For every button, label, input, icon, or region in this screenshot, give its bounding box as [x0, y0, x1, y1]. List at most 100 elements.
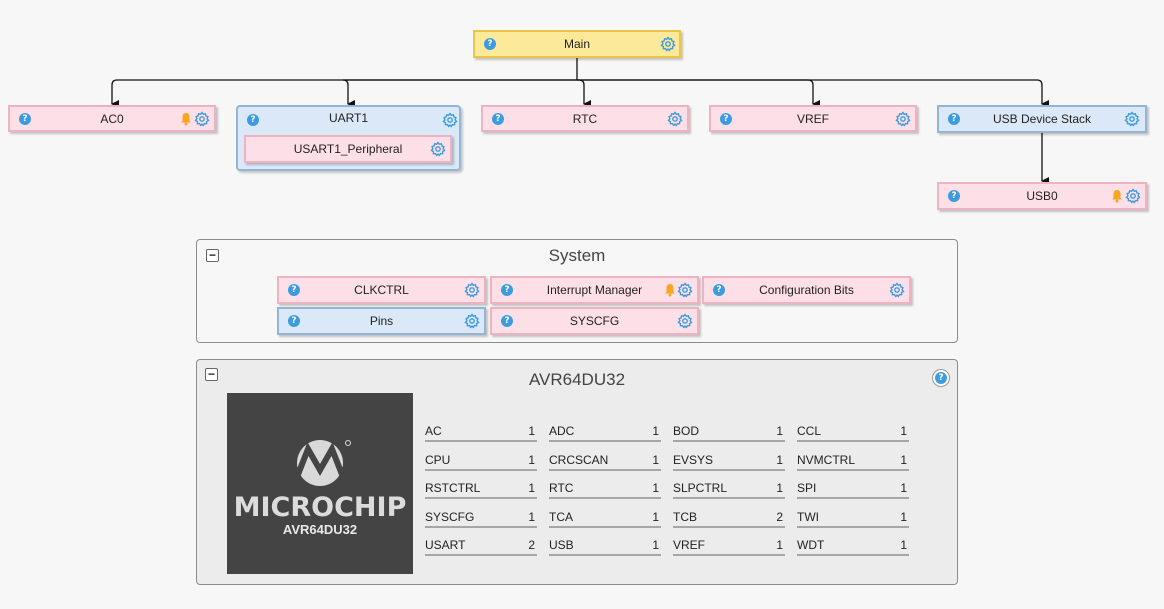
peripheral-name: WDT: [797, 538, 825, 552]
clkctrl-node[interactable]: ? CLKCTRL: [277, 276, 486, 304]
gear-icon[interactable]: [464, 313, 480, 329]
gear-icon[interactable]: [194, 110, 210, 127]
main-node-label: Main: [563, 37, 590, 51]
help-icon[interactable]: ?: [484, 38, 496, 50]
peripheral-count: 2: [528, 538, 535, 552]
bell-icon[interactable]: [1111, 189, 1123, 203]
help-icon[interactable]: ?: [948, 190, 960, 202]
bell-icon[interactable]: [180, 112, 192, 126]
peripheral-count: 1: [900, 510, 907, 524]
syscfg-node[interactable]: ? SYSCFG: [490, 307, 699, 335]
rtc-node-label: RTC: [572, 111, 598, 126]
peripheral-name: ADC: [549, 424, 575, 438]
vref-node[interactable]: ? VREF: [709, 105, 917, 132]
microchip-logo-text: MICROCHIP: [233, 492, 407, 523]
minus-icon[interactable]: −: [205, 368, 218, 381]
help-icon[interactable]: ?: [713, 284, 725, 296]
gear-icon[interactable]: [430, 141, 446, 157]
gear-icon[interactable]: [889, 282, 905, 298]
configuration-bits-label: Configuration Bits: [759, 283, 854, 297]
peripheral-cell-crcscan: CRCSCAN 1: [549, 449, 661, 471]
device-title: AVR64DU32: [528, 370, 626, 389]
gear-icon[interactable]: [895, 110, 911, 127]
usart1-peripheral-node[interactable]: USART1_Peripheral: [244, 135, 452, 163]
peripheral-count: 2: [776, 510, 783, 524]
peripheral-name: BOD: [673, 424, 700, 438]
gear-icon[interactable]: [442, 112, 458, 128]
help-icon[interactable]: ?: [720, 112, 732, 125]
peripheral-count: 1: [776, 424, 783, 438]
peripheral-count: 1: [900, 453, 907, 467]
bell-icon[interactable]: [664, 283, 676, 297]
interrupt-manager-node[interactable]: ? Interrupt Manager: [490, 276, 699, 304]
peripheral-cell-bod: BOD 1: [673, 420, 785, 442]
peripheral-cell-vref: VREF 1: [673, 534, 785, 556]
peripheral-cell-spi: SPI 1: [797, 477, 909, 499]
help-icon[interactable]: ?: [932, 369, 950, 387]
help-icon[interactable]: ?: [247, 114, 259, 126]
pins-label: Pins: [369, 314, 394, 328]
peripheral-name: SYSCFG: [425, 510, 475, 524]
minus-icon[interactable]: −: [206, 249, 219, 262]
peripheral-cell-rstctrl: RSTCTRL 1: [425, 477, 537, 499]
peripheral-name: SPI: [797, 481, 817, 495]
usb-device-stack-label: USB Device Stack: [992, 112, 1092, 126]
help-icon[interactable]: ?: [501, 315, 513, 327]
peripheral-name: EVSYS: [673, 453, 714, 467]
peripheral-name: CPU: [425, 453, 451, 467]
gear-icon[interactable]: [660, 36, 676, 52]
help-icon[interactable]: ?: [288, 284, 300, 296]
help-icon[interactable]: ?: [948, 113, 960, 125]
uart1-label: UART1: [328, 111, 369, 125]
help-icon[interactable]: ?: [19, 112, 31, 125]
peripheral-name: TCB: [673, 510, 697, 524]
peripheral-name: TCA: [549, 510, 573, 524]
gear-icon[interactable]: [464, 282, 480, 298]
ac0-node[interactable]: ? AC0: [8, 105, 216, 132]
gear-icon[interactable]: [1125, 188, 1141, 204]
main-node[interactable]: ? Main: [473, 30, 681, 58]
ac0-node-label: AC0: [100, 111, 124, 126]
peripheral-cell-tcb: TCB 2: [673, 506, 785, 528]
clkctrl-label: CLKCTRL: [354, 283, 409, 297]
chip-part-label: AVR64DU32: [282, 522, 358, 537]
usb0-node[interactable]: ? USB0: [937, 182, 1147, 210]
peripheral-count: 1: [652, 453, 659, 467]
gear-icon[interactable]: [667, 110, 683, 127]
configuration-bits-node[interactable]: ? Configuration Bits: [702, 276, 911, 304]
gear-icon[interactable]: [677, 282, 693, 298]
vref-node-label: VREF: [796, 111, 829, 126]
peripheral-count: 1: [776, 538, 783, 552]
help-icon[interactable]: ?: [501, 284, 513, 296]
usb-device-stack-node[interactable]: ? USB Device Stack: [937, 105, 1147, 133]
peripheral-count: 1: [900, 481, 907, 495]
gear-icon[interactable]: [1124, 111, 1140, 127]
peripheral-name: SLPCTRL: [673, 481, 728, 495]
usb0-node-label: USB0: [1026, 189, 1058, 203]
gear-icon[interactable]: [677, 313, 693, 329]
peripheral-count: 1: [528, 481, 535, 495]
peripheral-name: RSTCTRL: [425, 481, 481, 495]
peripheral-name: USB: [549, 538, 574, 552]
peripheral-name: TWI: [797, 510, 819, 524]
help-icon[interactable]: ?: [492, 112, 504, 125]
microchip-logo-icon: [294, 440, 351, 486]
peripheral-name: VREF: [673, 538, 706, 552]
help-icon[interactable]: ?: [288, 315, 300, 327]
peripheral-count: 1: [528, 424, 535, 438]
peripheral-cell-twi: TWI 1: [797, 506, 909, 528]
pins-node[interactable]: ? Pins: [277, 307, 486, 335]
syscfg-label: SYSCFG: [569, 314, 620, 328]
peripheral-name: CRCSCAN: [549, 453, 609, 467]
usart1-peripheral-label: USART1_Peripheral: [293, 142, 403, 156]
rtc-node[interactable]: ? RTC: [481, 105, 689, 132]
peripheral-count: 1: [900, 538, 907, 552]
